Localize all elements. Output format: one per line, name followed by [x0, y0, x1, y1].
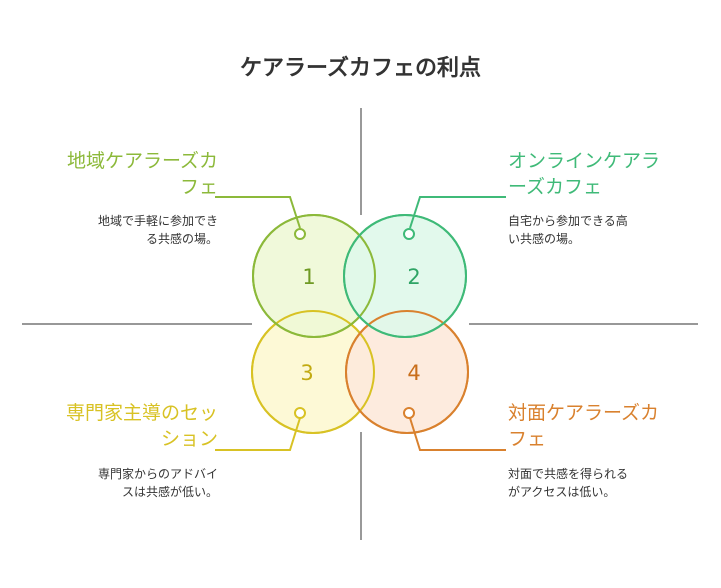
connector-3 [215, 417, 301, 451]
quadrant-1-desc-line1: 地域で手軽に参加でき [97, 214, 218, 228]
quadrant-3-heading-line1: 専門家主導のセッ [65, 402, 218, 424]
diagram-title: ケアラーズカフェの利点 [240, 56, 481, 81]
quadrant-2-desc-line2: い共感の場。 [508, 232, 581, 246]
quadrant-3-heading-line2: ション [160, 428, 218, 450]
quadrant-3-desc-line1: 専門家からのアドバイ [97, 467, 218, 481]
connector-4 [409, 417, 506, 451]
quadrant-2-desc-line1: 自宅から参加できる高 [508, 214, 628, 228]
quadrant-1-heading-line2: フェ [179, 176, 218, 198]
circle-4-number: 4 [407, 361, 420, 385]
quadrant-2-heading-line2: ーズカフェ [508, 176, 603, 198]
connector-dot-2 [403, 228, 415, 240]
quadrant-4-heading-line2: フェ [508, 428, 547, 450]
quadrant-4-desc-line2: がアクセスは低い。 [508, 485, 616, 499]
quadrant-4-heading: 対面ケアラーズカ フェ [508, 400, 708, 452]
connector-dot-1 [294, 228, 306, 240]
quadrant-1-description: 地域で手軽に参加でき る共感の場。 [30, 212, 218, 248]
quadrant-1-desc-line2: る共感の場。 [145, 232, 218, 246]
quadrant-3-desc-line2: スは共感が低い。 [121, 485, 218, 499]
connector-1 [215, 196, 301, 229]
connector-dot-3 [294, 407, 306, 419]
quadrant-1-heading-line1: 地域ケアラーズカ [66, 150, 218, 172]
circle-2-number: 2 [407, 265, 420, 289]
quadrant-3-description: 専門家からのアドバイ スは共感が低い。 [30, 465, 218, 501]
quadrant-1-heading: 地域ケアラーズカ フェ [30, 148, 218, 200]
quadrant-2-description: 自宅から参加できる高 い共感の場。 [508, 212, 708, 248]
connector-2 [409, 196, 506, 229]
quadrant-3-heading: 専門家主導のセッ ション [30, 400, 218, 452]
circle-1-number: 1 [302, 265, 315, 289]
quadrant-4-description: 対面で共感を得られる がアクセスは低い。 [508, 465, 708, 501]
connector-dot-4 [403, 407, 415, 419]
quadrant-2-heading: オンラインケアラ ーズカフェ [508, 148, 708, 200]
circle-3-number: 3 [300, 361, 313, 385]
quadrant-4-desc-line1: 対面で共感を得られる [508, 467, 629, 481]
quadrant-2-heading-line1: オンラインケアラ [508, 150, 661, 172]
quadrant-4-heading-line1: 対面ケアラーズカ [508, 402, 660, 424]
